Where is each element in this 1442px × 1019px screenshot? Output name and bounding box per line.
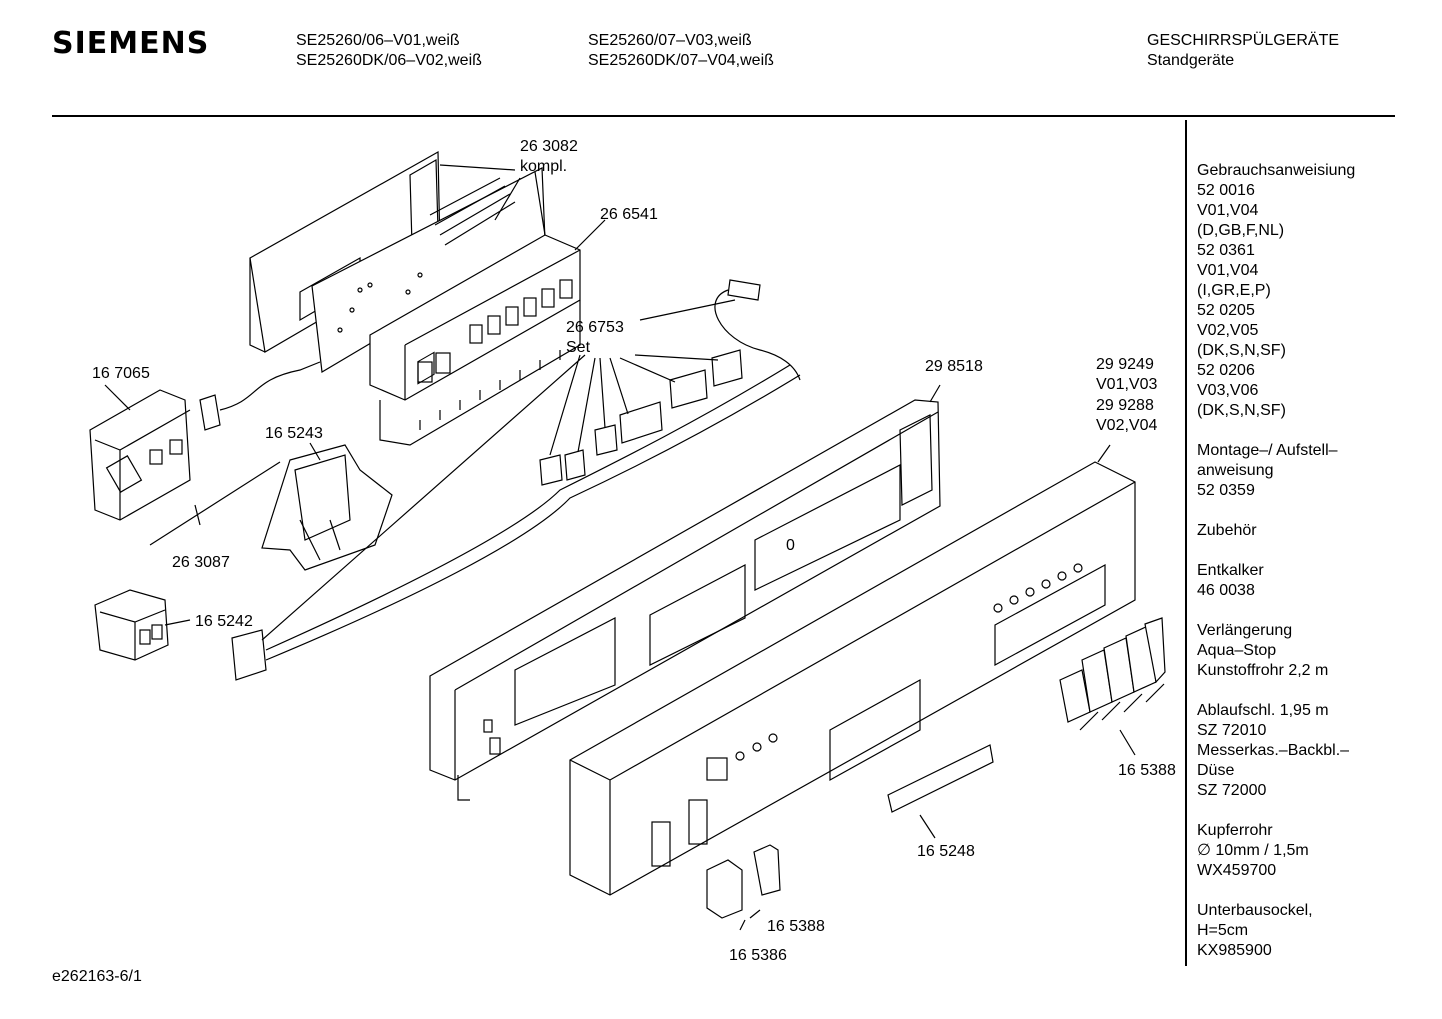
part-number: 29 9249 xyxy=(1096,356,1154,373)
sidebar-line: Düse xyxy=(1197,762,1235,779)
brand-logo: SIEMENS xyxy=(52,26,210,61)
door-handle-strip xyxy=(887,744,994,813)
sidebar-line: (I,GR,E,P) xyxy=(1197,282,1271,299)
control-board-assembly xyxy=(249,150,546,373)
display-module xyxy=(89,389,191,521)
drawing-id: e262163-6/1 xyxy=(52,968,142,985)
sidebar-block: Montage–/ Aufstell– anweisung 52 0359 xyxy=(1197,441,1355,501)
selector-bracket xyxy=(261,444,393,571)
model-line: SE25260DK/07–V04,weiß xyxy=(588,52,774,69)
part-number: 16 5386 xyxy=(729,947,787,964)
sidebar-line: ∅ 10mm / 1,5m xyxy=(1197,842,1309,859)
subcategory-title: Standgeräte xyxy=(1147,52,1235,69)
part-number: 16 5243 xyxy=(265,425,323,442)
sidebar-line: 52 0205 xyxy=(1197,302,1255,319)
sidebar-line: 52 0206 xyxy=(1197,362,1255,379)
part-variant: V02,V04 xyxy=(1096,417,1158,434)
model-line: SE25260/06–V01,weiß xyxy=(296,32,460,49)
part-number: 16 5242 xyxy=(195,613,253,630)
outer-fascia-panel xyxy=(569,461,1136,896)
sidebar-line: V03,V06 xyxy=(1197,382,1259,399)
sidebar-line: (DK,S,N,SF) xyxy=(1197,342,1286,359)
part-note: kompl. xyxy=(520,158,568,175)
sidebar-line: Messerkas.–Backbl.– xyxy=(1197,742,1350,759)
sidebar-line: SZ 72010 xyxy=(1197,722,1267,739)
sidebar-line: anweisung xyxy=(1197,462,1274,479)
sidebar-line: KX985900 xyxy=(1197,942,1272,959)
sidebar-line: WX459700 xyxy=(1197,862,1277,879)
sidebar-line: Kunstoffrohr 2,2 m xyxy=(1197,662,1329,679)
push-button-set xyxy=(1059,617,1166,731)
sidebar-line: V02,V05 xyxy=(1197,322,1259,339)
button-16-5386 xyxy=(706,859,743,919)
sidebar-block: Entkalker 46 0038 xyxy=(1197,561,1355,601)
part-number: 16 7065 xyxy=(92,365,150,382)
sidebar-line: Gebrauchsanweisiung xyxy=(1197,162,1356,179)
part-number: 26 3087 xyxy=(172,554,230,571)
model-line: SE25260/07–V03,weiß xyxy=(588,32,752,49)
sidebar-line: Kupferrohr xyxy=(1197,822,1273,839)
part-number: 29 9288 xyxy=(1096,397,1154,414)
wiring-harness xyxy=(231,279,801,681)
model-line: SE25260DK/06–V02,weiß xyxy=(296,52,482,69)
sidebar-line: SZ 72000 xyxy=(1197,782,1267,799)
panel-label-zero: 0 xyxy=(786,537,795,554)
category-title: GESCHIRRSPÜLGERÄTE xyxy=(1147,32,1340,49)
sidebar-line: Unterbausockel, xyxy=(1197,902,1313,919)
sidebar-line: Ablaufschl. 1,95 m xyxy=(1197,702,1329,719)
part-number: 26 6753 xyxy=(566,319,624,336)
sidebar-line: Aqua–Stop xyxy=(1197,642,1277,659)
sidebar-line: Montage–/ Aufstell– xyxy=(1197,442,1338,459)
part-variant: V01,V03 xyxy=(1096,376,1158,393)
part-number: 26 3082 xyxy=(520,138,578,155)
sidebar-line: 52 0359 xyxy=(1197,482,1255,499)
sidebar-line: Zubehör xyxy=(1197,522,1257,539)
sidebar-line: V01,V04 xyxy=(1197,202,1259,219)
part-number: 16 5248 xyxy=(917,843,975,860)
sidebar-line: Verlängerung xyxy=(1197,622,1293,639)
sidebar-block: Zubehör xyxy=(1197,521,1355,541)
sidebar-line: 46 0038 xyxy=(1197,582,1255,599)
part-number: 29 8518 xyxy=(925,358,983,375)
sidebar-line: 52 0361 xyxy=(1197,242,1255,259)
sidebar-line: 52 0016 xyxy=(1197,182,1255,199)
inner-control-panel xyxy=(429,399,941,801)
sidebar-line: H=5cm xyxy=(1197,922,1249,939)
part-number: 16 5388 xyxy=(1118,762,1176,779)
button-16-5388 xyxy=(753,844,781,896)
part-number: 16 5388 xyxy=(767,918,825,935)
relay-unit xyxy=(94,589,169,661)
sidebar-line: (DK,S,N,SF) xyxy=(1197,402,1286,419)
sidebar-line: Entkalker xyxy=(1197,562,1264,579)
part-number: 26 6541 xyxy=(600,206,658,223)
sidebar-line: V01,V04 xyxy=(1197,262,1259,279)
part-note: Set xyxy=(566,339,591,356)
sidebar-line: (D,GB,F,NL) xyxy=(1197,222,1285,239)
